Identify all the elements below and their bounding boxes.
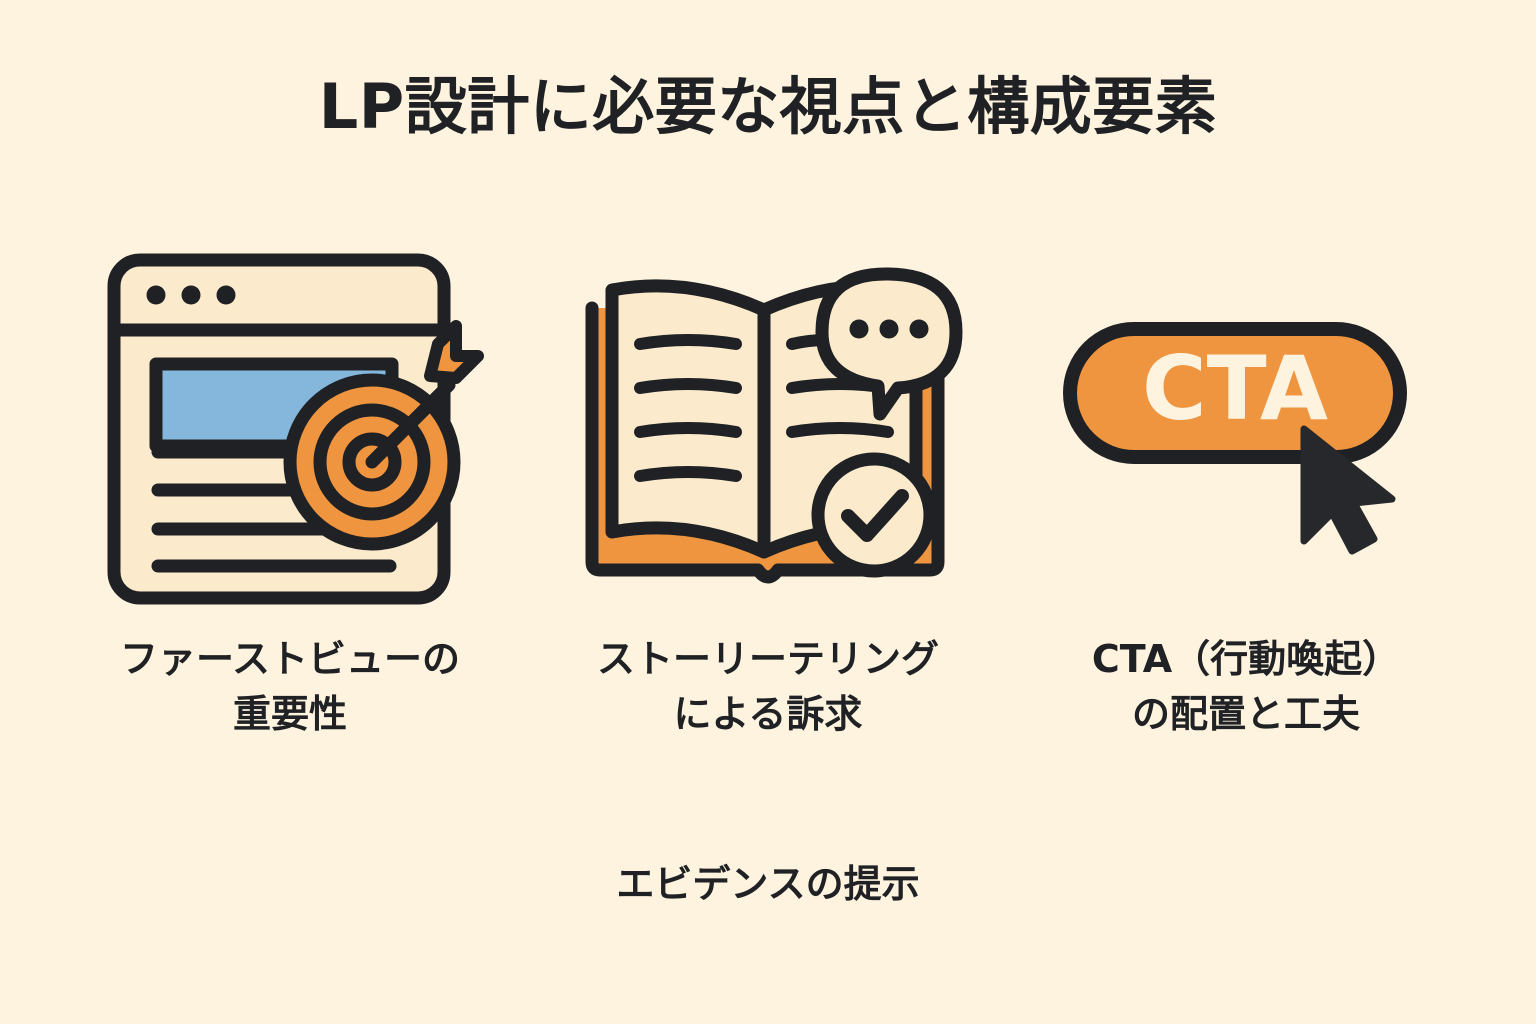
browser-dot (146, 285, 166, 305)
caption-line: CTA（行動喚起） (1091, 637, 1401, 681)
caption-line: ファーストビューの (119, 637, 461, 681)
browser-dot (216, 285, 236, 305)
ellipsis-dot (879, 319, 899, 339)
caption-line: 重要性 (232, 692, 347, 737)
feature-column-first-view[interactable]: ファーストビューの 重要性 (60, 236, 520, 742)
browser-dot (181, 285, 201, 305)
footer-note: エビデンスの提示 (616, 862, 920, 906)
text-line (786, 422, 894, 438)
page-title: LP設計に必要な視点と構成要素 (318, 70, 1218, 143)
feature-caption-first-view: ファーストビューの 重要性 (120, 632, 460, 742)
cta-button[interactable]: CTA (1063, 322, 1407, 464)
cta-button-with-cursor-icon: CTA (1016, 236, 1476, 626)
feature-caption-cta: CTA（行動喚起） の配置と工夫 (1092, 632, 1400, 742)
text-line (634, 378, 742, 394)
feature-column-cta[interactable]: CTA CTA（行動喚起） の配置と工夫 (1016, 236, 1476, 742)
arrow (365, 320, 484, 469)
feature-columns: ファーストビューの 重要性 (60, 236, 1476, 776)
cta-button-label: CTA (1142, 337, 1328, 440)
ellipsis-dot (849, 319, 869, 339)
cursor-pointer (1300, 425, 1396, 555)
speech-bubble (815, 267, 963, 421)
open-book-with-speech-bubble-icon (538, 236, 998, 626)
text-line (634, 334, 742, 350)
text-line (634, 422, 742, 438)
feature-column-storytelling[interactable]: ストーリーテリング による訴求 (538, 236, 998, 742)
ellipsis-dot (909, 319, 929, 339)
browser-window-with-target-icon (60, 236, 520, 626)
text-line (634, 466, 742, 482)
caption-line: の配置と工夫 (1131, 692, 1360, 737)
feature-caption-storytelling: ストーリーテリング による訴求 (597, 632, 939, 742)
caption-line: ストーリーテリング (596, 637, 939, 681)
check-circle (811, 452, 937, 578)
caption-line: による訴求 (673, 692, 863, 737)
